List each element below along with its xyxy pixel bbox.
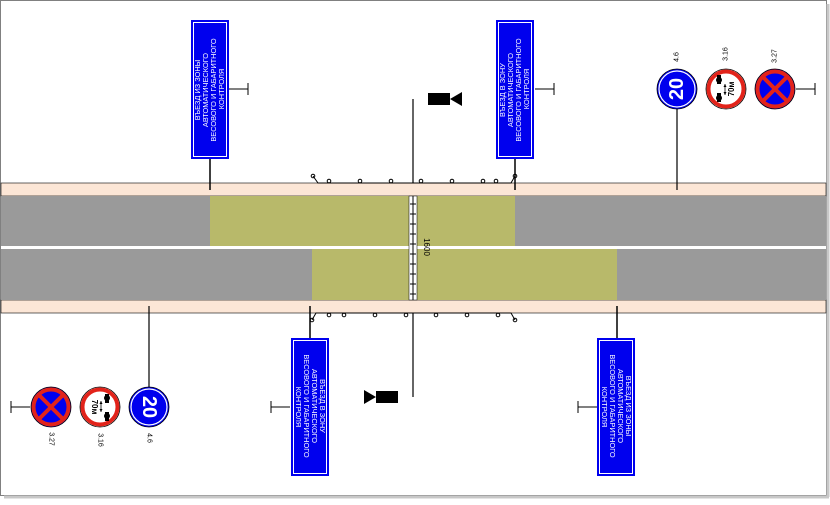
camera-icon — [428, 92, 462, 106]
svg-text:ВЪЕЗД ИЗ ЗОНЫ АВТОМАТИЧЕ: ВЪЕЗД ИЗ ЗОНЫ АВТОМАТИЧЕСКОГО ВЕСОВОГО И… — [193, 36, 226, 141]
distance-value: 70м — [90, 400, 99, 415]
speed-limit-sign-icon: 20 — [128, 386, 170, 428]
sign-text-line: ВЪЕЗД В ЗОНУ — [318, 379, 327, 433]
sign-text-line: ВЪЕЗД ИЗ ЗОНЫ — [624, 376, 633, 437]
no-stopping-sign-code: 3.27 — [772, 49, 779, 63]
control-zone-lower — [312, 249, 617, 300]
no-stopping-sign-icon — [30, 386, 72, 428]
sign-text-line: ВЕСОВОГО И ГАБАРИТНОГО — [608, 354, 617, 457]
sign-text-line: ВЕСОВОГО И ГАБАРИТНОГО — [514, 38, 523, 141]
sign-text-line: ВЪЕЗД ИЗ ЗОНЫ — [193, 60, 202, 121]
distance-restriction-sign-icon: 70м — [705, 68, 747, 110]
sign-text-line: КОНТРОЛЯ — [217, 69, 226, 109]
sign-text-line: ВЕСОВОГО И ГАБАРИТНОГО — [302, 354, 311, 457]
measure-label: 1600 — [422, 238, 431, 256]
speed-sign-code: 4.6 — [674, 52, 681, 62]
sidewalk-top — [0, 182, 827, 197]
sign-text-line: ВЪЕЗД В ЗОНУ — [498, 63, 507, 117]
entry-zone-sign-bottom-left: ВЪЕЗД В ЗОНУ АВТОМАТИЧЕСКОГО ВЕСОВОГО И … — [291, 338, 329, 476]
no-stopping-sign-icon — [754, 68, 796, 110]
distance-sign-code: 3.16 — [97, 433, 104, 447]
speed-limit-sign-icon: 20 — [656, 68, 698, 110]
sign-side-marker — [10, 83, 816, 413]
distance-sign-code: 3.16 — [723, 47, 730, 61]
cable-top — [310, 173, 518, 184]
sidewalk-bottom — [0, 299, 827, 314]
exit-zone-sign-top-left: ВЪЕЗД ИЗ ЗОНЫ АВТОМАТИЧЕСКОГО ВЕСОВОГО И… — [191, 20, 229, 159]
svg-text:ВЪЕЗД В ЗОНУ АВТОМАТИЧЕС: ВЪЕЗД В ЗОНУ АВТОМАТИЧЕСКОГО ВЕСОВОГО И … — [294, 354, 327, 459]
exit-zone-sign-bottom-right: ВЪЕЗД ИЗ ЗОНЫ АВТОМАТИЧЕСКОГО ВЕСОВОГО И… — [597, 338, 635, 476]
measure-line — [408, 195, 418, 301]
speed-limit-value: 20 — [138, 396, 160, 418]
svg-text:ВЪЕЗД В ЗОНУ АВТОМАТИЧЕС: ВЪЕЗД В ЗОНУ АВТОМАТИЧЕСКОГО ВЕСОВОГО И … — [498, 36, 531, 141]
control-zone-upper — [210, 196, 515, 247]
distance-restriction-sign-icon: 70м — [79, 386, 121, 428]
sign-text-line: АВТОМАТИЧЕСКОГО — [506, 53, 515, 127]
sign-text-line: АВТОМАТИЧЕСКОГО — [616, 369, 625, 443]
sign-text-line: ВЕСОВОГО И ГАБАРИТНОГО — [209, 38, 218, 141]
sign-text-line: АВТОМАТИЧЕСКОГО — [310, 369, 319, 443]
sign-text-line: КОНТРОЛЯ — [522, 69, 531, 109]
svg-text:ВЪЕЗД ИЗ ЗОНЫ АВТОМАТИЧЕ: ВЪЕЗД ИЗ ЗОНЫ АВТОМАТИЧЕСКОГО ВЕСОВОГО И… — [600, 354, 633, 459]
camera-icon — [364, 390, 398, 404]
sign-text-line: АВТОМАТИЧЕСКОГО — [201, 53, 210, 127]
speed-limit-value: 20 — [666, 78, 688, 100]
no-stopping-sign-code: 3.27 — [48, 432, 55, 446]
sign-text-line: КОНТРОЛЯ — [600, 387, 609, 427]
speed-sign-code: 4.6 — [146, 433, 153, 443]
entry-zone-sign-top-right: ВЪЕЗД В ЗОНУ АВТОМАТИЧЕСКОГО ВЕСОВОГО И … — [496, 20, 534, 159]
distance-value: 70м — [727, 82, 736, 97]
sign-text-line: КОНТРОЛЯ — [294, 387, 303, 427]
cable-bottom — [309, 312, 518, 323]
